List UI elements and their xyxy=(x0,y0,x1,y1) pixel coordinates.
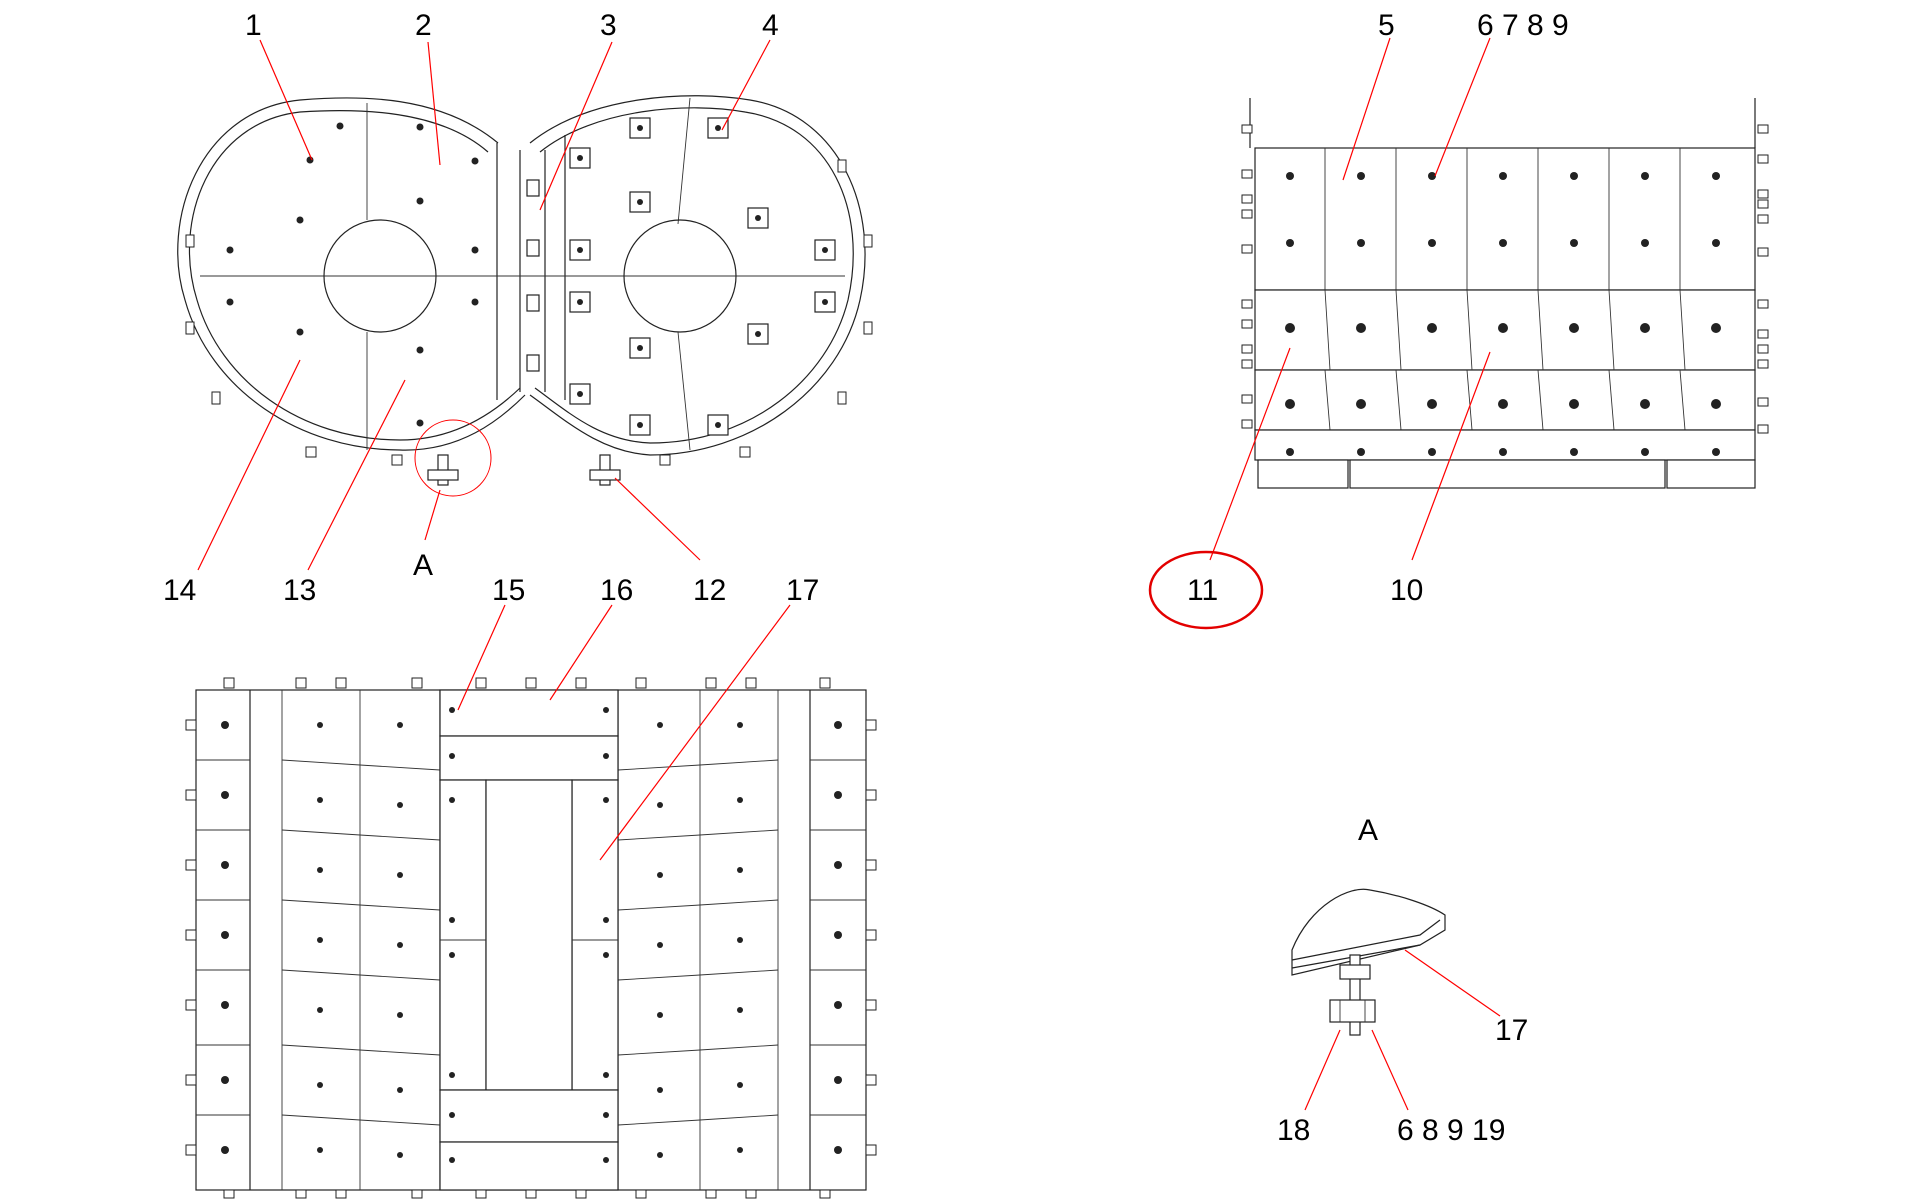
highlight-ellipse-11 xyxy=(1148,550,1264,630)
label-1: 1 xyxy=(245,9,262,42)
label-a-main: A xyxy=(413,549,433,582)
label-17-main: 17 xyxy=(786,574,819,607)
leader-lines xyxy=(197,37,1501,1111)
label-12: 12 xyxy=(693,574,726,607)
label-6-8-9-19: 6 8 9 19 xyxy=(1397,1114,1505,1147)
label-18: 18 xyxy=(1277,1114,1310,1147)
label-11: 11 xyxy=(1187,574,1218,607)
label-a-detail: A xyxy=(1358,814,1378,847)
view-top-right xyxy=(1241,98,1769,489)
label-6-7-8-9-top: 6 7 8 9 xyxy=(1477,9,1569,42)
label-4: 4 xyxy=(762,9,779,42)
label-15: 15 xyxy=(492,574,525,607)
label-2: 2 xyxy=(415,9,432,42)
label-3: 3 xyxy=(600,9,617,42)
label-10: 10 xyxy=(1390,574,1423,607)
label-13: 13 xyxy=(283,574,316,607)
view-top-left xyxy=(177,95,873,497)
label-17-detail: 17 xyxy=(1495,1014,1528,1047)
labels: 1 2 3 4 5 6 7 8 9 14 13 A 12 15 16 17 11… xyxy=(163,9,1569,1147)
view-bottom-left xyxy=(185,677,877,1199)
label-5: 5 xyxy=(1378,9,1395,42)
view-detail-a xyxy=(1291,888,1446,1036)
label-16: 16 xyxy=(600,574,633,607)
label-14: 14 xyxy=(163,574,196,607)
